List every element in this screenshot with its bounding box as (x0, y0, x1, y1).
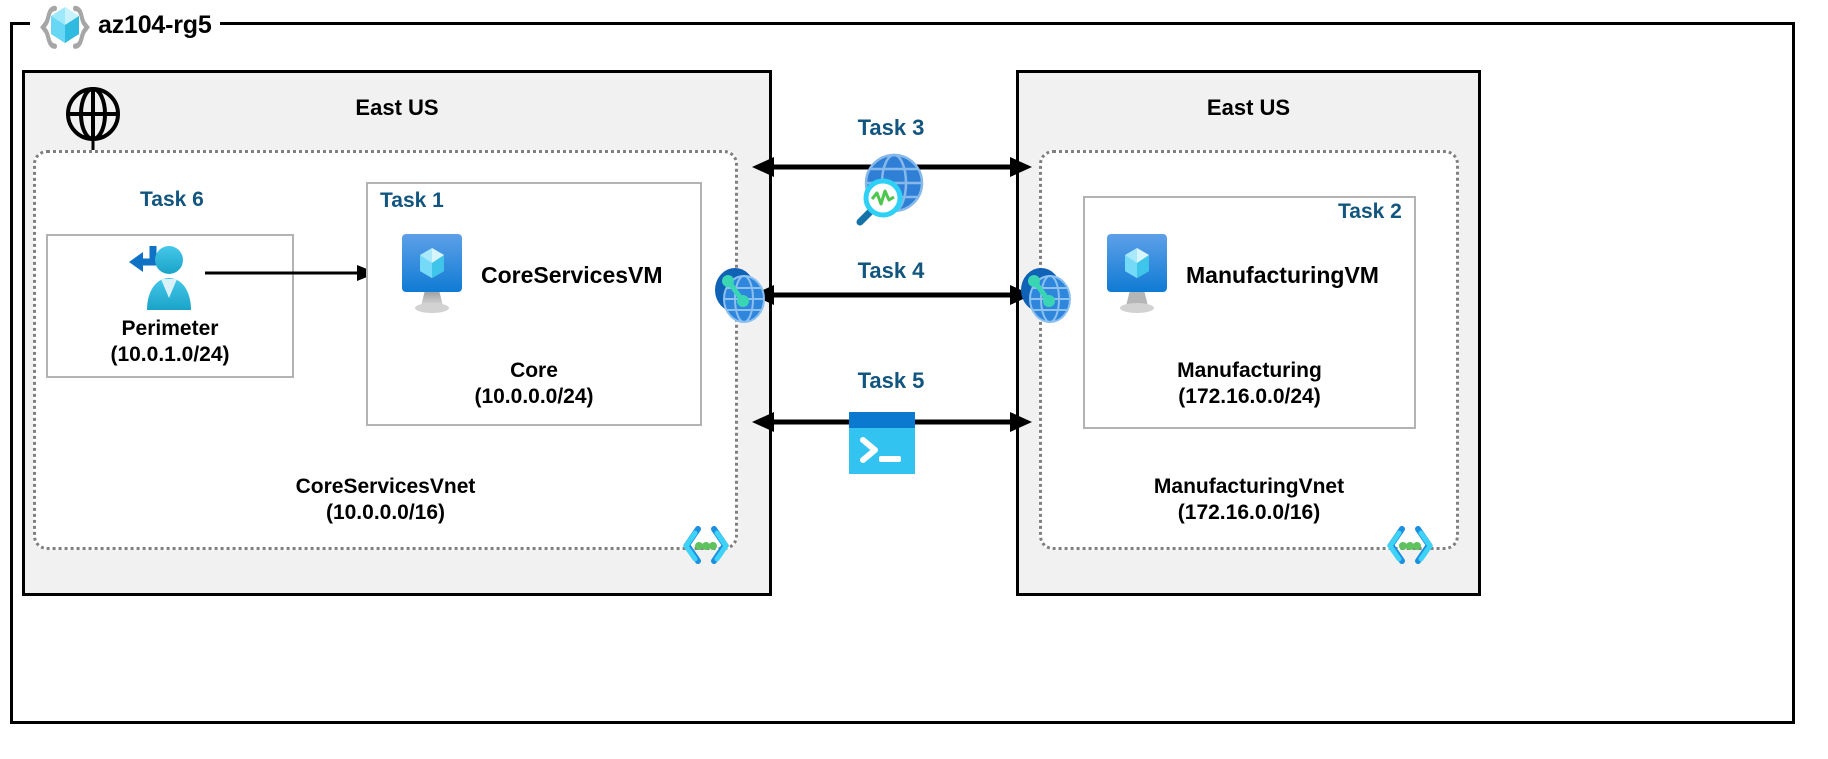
task-label-task2: Task 2 (1338, 200, 1402, 223)
task-label-task4: Task 4 (857, 258, 925, 283)
virtual-machine-icon (399, 232, 465, 318)
task-label-task5: Task 5 (857, 368, 925, 393)
coreservices-vm-name: CoreServicesVM (481, 261, 663, 288)
vnet-peering-icon (710, 264, 772, 326)
vnet-coreservices-label: CoreServicesVnet (10.0.0.0/16) (295, 475, 476, 525)
task-label-task1: Task 1 (380, 189, 444, 212)
bastion-user-icon (129, 240, 195, 314)
resource-group-cube-icon (38, 0, 92, 52)
subnet-group-icon (682, 523, 730, 567)
virtual-machine-icon (1104, 232, 1170, 318)
resource-group-title: az104-rg5 (98, 10, 212, 39)
cloud-shell-icon (849, 412, 915, 474)
manufacturing-caption: Manufacturing (172.16.0.0/24) (1177, 359, 1322, 409)
core-caption: Core (10.0.0.0/24) (474, 359, 594, 409)
task-label-task3: Task 3 (857, 115, 925, 140)
perimeter-to-core-arrow (205, 265, 377, 281)
resource-group-header: az104-rg5 (30, 4, 220, 49)
region-left-title: East US (355, 95, 439, 120)
manufacturing-vm-row: ManufacturingVM (1104, 232, 1379, 318)
manufacturing-vm-name: ManufacturingVM (1186, 261, 1379, 288)
task4-arrow (752, 285, 1032, 305)
vnet-manufacturing-label: ManufacturingVnet (172.16.0.0/16) (1153, 475, 1345, 525)
task-label-task6: Task 6 (140, 188, 204, 211)
region-right-title: East US (1206, 95, 1291, 120)
vnet-peering-icon (1016, 264, 1078, 326)
subnet-group-icon (1386, 523, 1434, 567)
perimeter-icon-row (129, 240, 195, 314)
network-watcher-icon (848, 150, 930, 232)
coreservices-vm-row: CoreServicesVM (399, 232, 663, 318)
internet-globe-icon (64, 85, 122, 143)
perimeter-caption: Perimeter (10.0.1.0/24) (110, 317, 230, 367)
